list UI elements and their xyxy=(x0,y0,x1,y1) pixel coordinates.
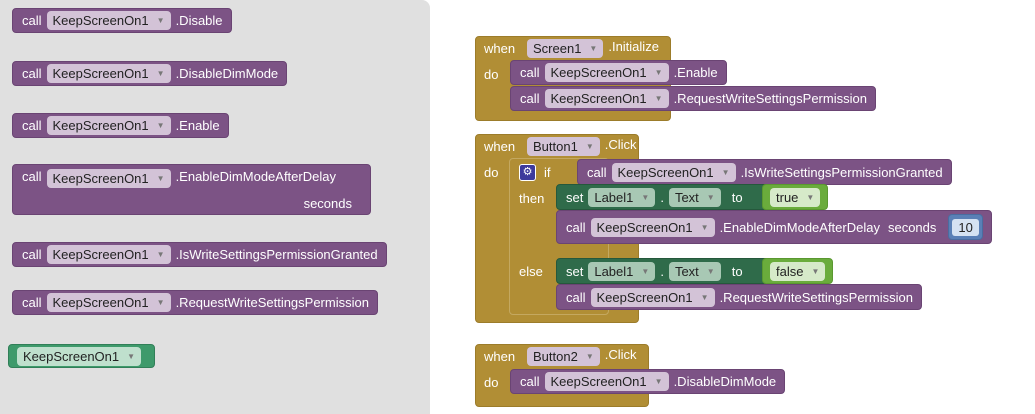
dropdown-arrow-icon: ▼ xyxy=(585,142,594,151)
component-dropdown[interactable]: KeepScreenOn1▼ xyxy=(46,245,171,264)
dropdown-arrow-icon: ▼ xyxy=(721,167,730,177)
property-dropdown[interactable]: Text▼ xyxy=(668,187,721,207)
call-keyword: call xyxy=(22,118,42,133)
else-keyword: else xyxy=(519,264,543,279)
call-iswritesettingspermissiongranted-block[interactable]: call KeepScreenOn1▼ .IsWriteSettingsPermis… xyxy=(12,242,387,267)
call-enable-block[interactable]: call KeepScreenOn1▼ .Enable xyxy=(12,113,229,138)
dropdown-arrow-icon: ▼ xyxy=(156,121,165,130)
component-dropdown[interactable]: KeepScreenOn1▼ xyxy=(17,346,142,366)
component-dropdown[interactable]: KeepScreenOn1▼ xyxy=(46,169,171,188)
dropdown-arrow-icon: ▼ xyxy=(654,377,663,386)
dropdown-arrow-icon: ▼ xyxy=(156,250,165,259)
call-enabledimmodeafterdelay-block[interactable]: call KeepScreenOn1▼ .EnableDimModeAfterDel… xyxy=(12,164,371,215)
call-disable-block[interactable]: call KeepScreenOn1▼ .Disable xyxy=(12,8,232,33)
component-dropdown[interactable]: KeepScreenOn1▼ xyxy=(544,372,669,391)
if-keyword: if xyxy=(544,165,551,180)
method-name: .DisableDimMode xyxy=(175,66,279,81)
component-dropdown[interactable]: KeepScreenOn1▼ xyxy=(46,116,171,135)
call-keyword: call xyxy=(22,295,42,310)
boolean-dropdown[interactable]: false▼ xyxy=(770,261,826,281)
when-keyword: when xyxy=(484,41,516,56)
component-dropdown[interactable]: KeepScreenOn1▼ xyxy=(544,89,669,108)
false-block[interactable]: false▼ xyxy=(762,258,834,284)
event-component-dropdown[interactable]: Screen1▼ xyxy=(527,39,604,58)
component-dropdown[interactable]: KeepScreenOn1▼ xyxy=(590,287,715,307)
event-component-dropdown[interactable]: Button1▼ xyxy=(527,137,600,156)
component-dropdown[interactable]: KeepScreenOn1▼ xyxy=(46,293,171,312)
dropdown-arrow-icon: ▼ xyxy=(156,16,165,25)
dropdown-arrow-icon: ▼ xyxy=(156,69,165,78)
call-keyword: call xyxy=(22,66,42,81)
gear-icon[interactable]: ⚙ xyxy=(519,164,536,181)
event-component-dropdown[interactable]: Button2▼ xyxy=(527,347,600,366)
when-keyword: when xyxy=(484,349,516,364)
dropdown-arrow-icon: ▼ xyxy=(706,192,715,202)
method-name: .IsWriteSettingsPermissionGranted xyxy=(175,247,378,262)
call-disabledimmode-block[interactable]: call KeepScreenOn1▼ .DisableDimMode xyxy=(12,61,288,86)
number-block[interactable]: 10 xyxy=(948,214,983,240)
number-value[interactable]: 10 xyxy=(952,218,979,236)
dropdown-arrow-icon: ▼ xyxy=(706,266,715,276)
then-keyword: then xyxy=(519,191,545,206)
boolean-dropdown[interactable]: true▼ xyxy=(770,187,821,207)
event-name: .Initialize xyxy=(608,39,659,54)
dropdown-arrow-icon: ▼ xyxy=(806,192,815,202)
component-dropdown[interactable]: KeepScreenOn1▼ xyxy=(544,63,669,82)
do-keyword: do xyxy=(484,165,499,180)
when-keyword: when xyxy=(484,139,516,154)
call-requestwritesettingspermission-block[interactable]: call KeepScreenOn1▼ .RequestWriteSettingsP… xyxy=(12,290,378,315)
call-keyword: call xyxy=(22,13,42,28)
dropdown-arrow-icon: ▼ xyxy=(641,266,650,276)
dropdown-arrow-icon: ▼ xyxy=(811,266,820,276)
do-keyword: do xyxy=(484,67,499,82)
component-dropdown[interactable]: KeepScreenOn1▼ xyxy=(590,217,715,237)
property-dropdown[interactable]: Text▼ xyxy=(668,261,721,281)
call-keyword: call xyxy=(22,247,42,262)
method-name: .RequestWriteSettingsPermission xyxy=(175,295,369,310)
seconds-label: seconds xyxy=(303,196,352,211)
dropdown-arrow-icon: ▼ xyxy=(585,352,594,361)
component-block[interactable]: KeepScreenOn1▼ xyxy=(8,344,156,368)
component-dropdown[interactable]: KeepScreenOn1▼ xyxy=(46,11,171,30)
component-dropdown[interactable]: KeepScreenOn1▼ xyxy=(46,64,171,83)
label-dropdown[interactable]: Label1▼ xyxy=(588,261,656,281)
method-name: .Enable xyxy=(175,118,220,133)
dropdown-arrow-icon: ▼ xyxy=(589,44,598,53)
event-name: .Click xyxy=(604,347,637,362)
do-keyword: do xyxy=(484,375,499,390)
method-name: .Disable xyxy=(175,13,223,28)
component-dropdown[interactable]: KeepScreenOn1▼ xyxy=(611,162,736,182)
event-name: .Click xyxy=(604,137,637,152)
dropdown-arrow-icon: ▼ xyxy=(641,192,650,202)
dropdown-arrow-icon: ▼ xyxy=(654,94,663,103)
dropdown-arrow-icon: ▼ xyxy=(700,292,709,302)
dropdown-arrow-icon: ▼ xyxy=(654,68,663,77)
call-keyword: call xyxy=(22,169,42,184)
dropdown-arrow-icon: ▼ xyxy=(156,298,165,307)
dropdown-arrow-icon: ▼ xyxy=(156,174,165,183)
label-dropdown[interactable]: Label1▼ xyxy=(588,187,656,207)
true-block[interactable]: true▼ xyxy=(762,184,829,210)
method-name: .EnableDimModeAfterDelay xyxy=(175,169,336,184)
dropdown-arrow-icon: ▼ xyxy=(700,222,709,232)
dropdown-arrow-icon: ▼ xyxy=(127,351,136,361)
